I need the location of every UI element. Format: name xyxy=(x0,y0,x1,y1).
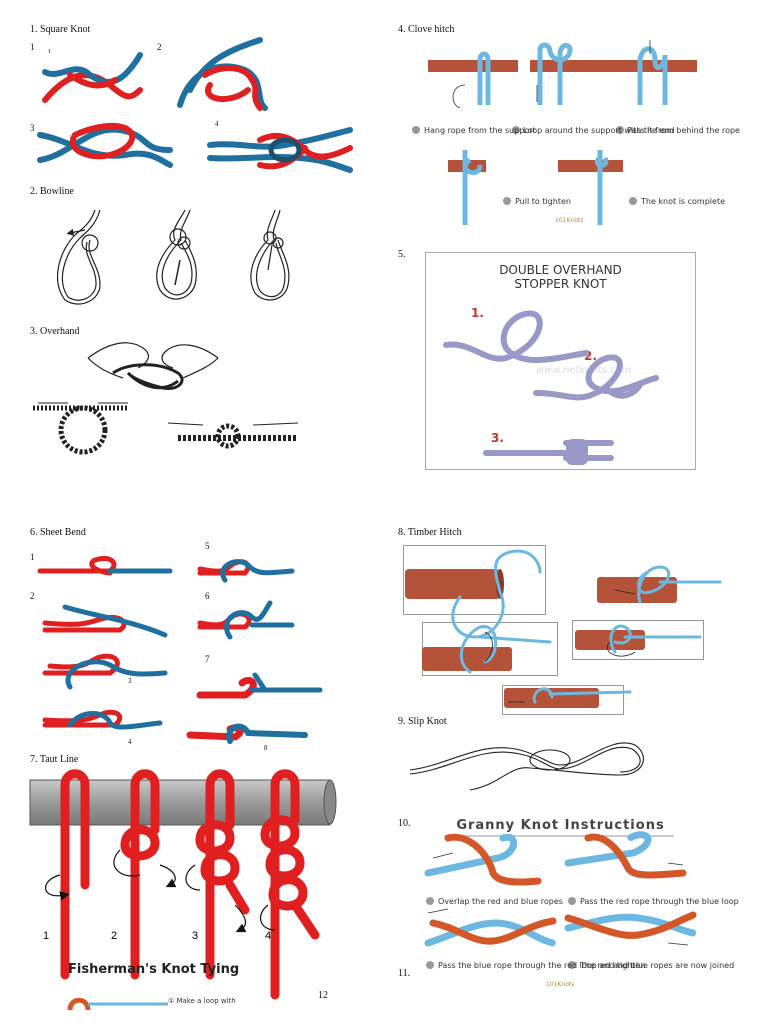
page-number: 12 xyxy=(318,990,328,1001)
stopper-rope-drawing xyxy=(443,310,659,465)
sheet-step-6: 6 xyxy=(205,591,210,601)
clove-step-2: Loop around the support with the end xyxy=(523,126,675,135)
clove-brand: 101Knots xyxy=(555,217,583,224)
clove-hitch-illustration: Hang rope from the support Loop around t… xyxy=(412,40,740,225)
sheet-step-8: 8 xyxy=(264,744,268,752)
stopper-step-3: 3. xyxy=(491,431,504,445)
stopper-panel: DOUBLE OVERHAND STOPPER KNOT 1. 2. 3. ww… xyxy=(425,252,696,470)
fisherman-title: Fisherman's Knot Tying xyxy=(68,962,240,977)
square-step-1: 1 xyxy=(30,42,35,52)
section-stopper: 5. xyxy=(398,249,406,260)
section-taut-line: 7. Taut Line xyxy=(30,754,79,765)
sheet-step-7: 7 xyxy=(205,654,210,664)
section-overhand: 3. Overhand xyxy=(30,326,80,337)
granny-title: Granny Knot Instructions xyxy=(456,818,665,833)
granny-brand: 101Knots xyxy=(546,981,574,988)
section-granny: 10. xyxy=(398,818,411,829)
taut-step-3: 3 xyxy=(192,930,198,942)
square-step-2: 2 xyxy=(157,42,162,52)
granny-rope-drawing: Overlap the red and blue ropes Pass the … xyxy=(424,831,739,988)
granny-title-rule xyxy=(444,835,674,837)
square-step-1b: 1 xyxy=(48,49,51,55)
sheet-step-5: 5 xyxy=(205,541,210,551)
clove-step-1: Hang rope from the support xyxy=(424,126,536,135)
taut-step-2: 2 xyxy=(111,930,117,942)
section-timber-hitch: 8. Timber Hitch xyxy=(398,527,462,538)
square-knot-illustration xyxy=(37,37,353,173)
section-sheet-bend: 6. Sheet Bend xyxy=(30,527,86,538)
fisherman-step-illustration xyxy=(67,997,168,1011)
section-slip-knot: 9. Slip Knot xyxy=(398,716,447,727)
slip-knot-illustration xyxy=(409,742,644,791)
granny-step-1: Overlap the red and blue ropes xyxy=(438,897,563,906)
clove-step-3: Pass it from behind the rope xyxy=(627,126,740,135)
sheet-step-1: 1 xyxy=(30,552,35,562)
stopper-title: DOUBLE OVERHAND STOPPER KNOT xyxy=(499,263,622,291)
stopper-step-1: 1. xyxy=(471,306,484,320)
clove-step-4: Pull to tighten xyxy=(515,197,571,206)
granny-step-2: Pass the red rope through the blue loop xyxy=(580,897,739,906)
granny-step-3: Pass the blue rope through the red loop … xyxy=(438,961,645,970)
square-step-3: 3 xyxy=(30,123,35,133)
taut-step-4: 4 xyxy=(265,930,271,942)
clove-step-5: The knot is complete xyxy=(640,197,725,206)
granny-step-4: The red and blue ropes are now joined xyxy=(579,961,734,970)
fisherman-step-1: ① Make a loop with xyxy=(168,997,236,1005)
sheet-step-2: 2 xyxy=(30,591,35,601)
taut-step-1: 1 xyxy=(43,930,49,942)
square-step-4: 4 xyxy=(215,120,219,128)
sheet-step-4: 4 xyxy=(128,738,132,746)
stopper-watermark: www.netknots.com xyxy=(536,365,632,376)
granny-panel: Granny Knot Instructions Overlap the red… xyxy=(418,813,739,991)
bowline-illustration xyxy=(56,209,290,305)
section-clove-hitch: 4. Clove hitch xyxy=(398,24,455,35)
sheet-step-3: 3 xyxy=(128,677,132,685)
section-bowline: 2. Bowline xyxy=(30,186,74,197)
overhand-illustration xyxy=(33,342,299,455)
section-11: 11. xyxy=(398,968,411,979)
taut-line-illustration: 1 2 3 4 xyxy=(29,769,337,1000)
section-square-knot: 1. Square Knot xyxy=(30,24,91,35)
timber-hitch-illustration xyxy=(405,549,722,708)
sheet-bend-illustration xyxy=(37,555,323,744)
